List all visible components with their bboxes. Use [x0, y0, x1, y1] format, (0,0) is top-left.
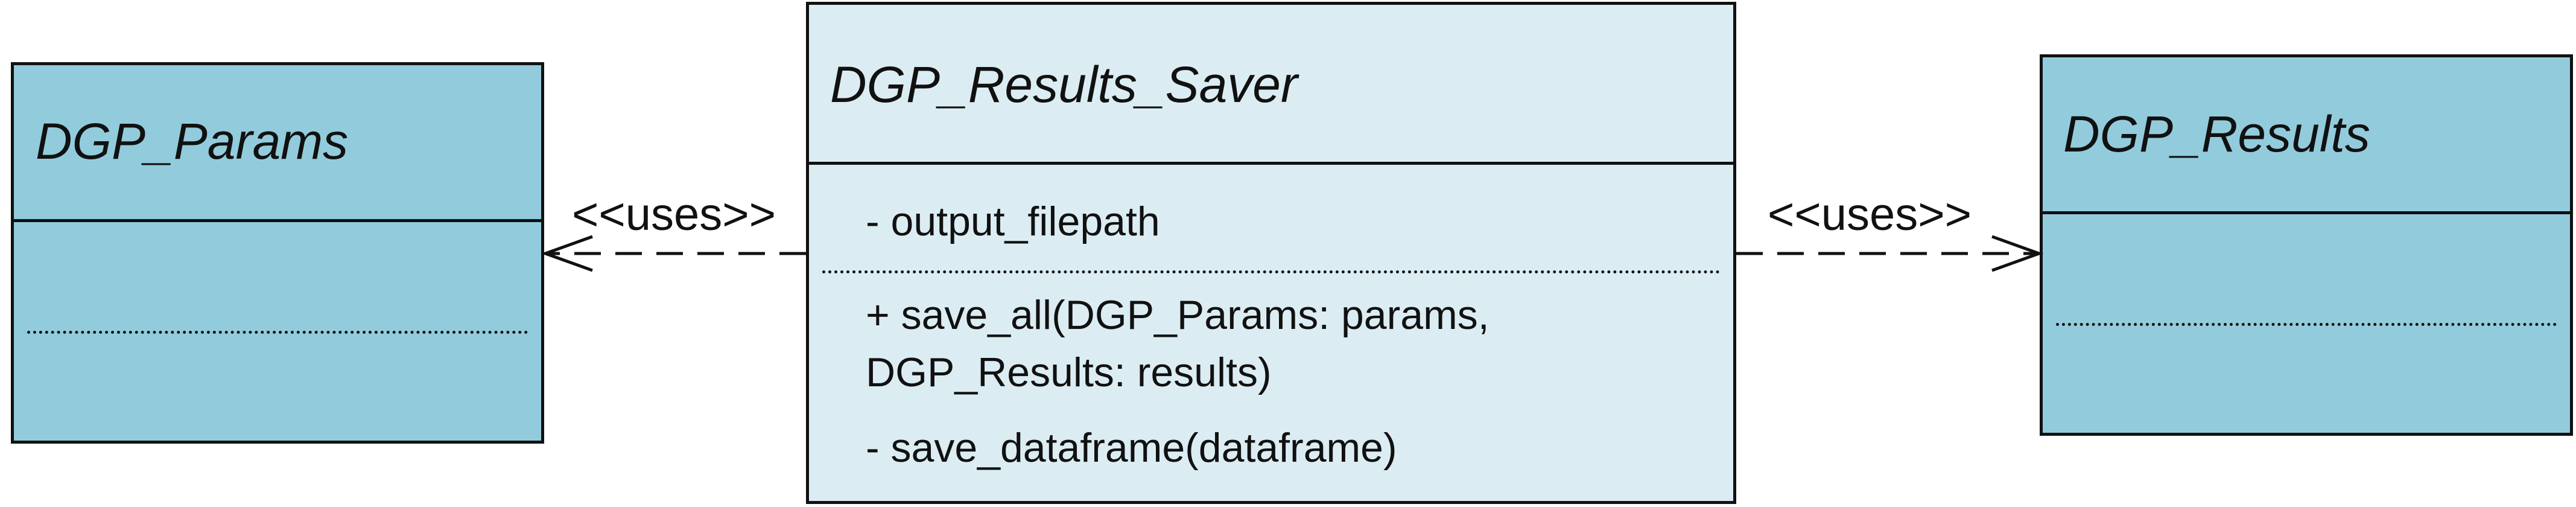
dependency-label-right: <<uses>> — [1768, 189, 1972, 240]
class-dgp-results-saver-name-divider — [809, 162, 1733, 165]
dependency-label-left: <<uses>> — [572, 189, 776, 240]
dependency-arrow-left — [541, 235, 806, 272]
class-dgp-results-saver-section-divider — [822, 270, 1720, 273]
class-dgp-params-name-divider — [14, 219, 541, 222]
class-dgp-results-section-divider — [2056, 323, 2557, 326]
class-dgp-params: DGP_Params — [11, 62, 544, 444]
operation-save-all-line-1: + save_all(DGP_Params: params, — [866, 292, 1489, 338]
operation-save-all-line-2: DGP_Results: results) — [866, 349, 1272, 395]
operation-save-dataframe: - save_dataframe(dataframe) — [866, 425, 1397, 471]
class-dgp-results-saver: DGP_Results_Saver - output_filepath + sa… — [806, 2, 1736, 504]
attribute-output-filepath: - output_filepath — [866, 199, 1160, 244]
class-name-dgp-params: DGP_Params — [36, 113, 349, 170]
class-dgp-params-section-divider — [27, 331, 528, 334]
class-name-dgp-results-saver: DGP_Results_Saver — [830, 56, 1298, 113]
dependency-arrow-right — [1736, 235, 2044, 272]
class-name-dgp-results: DGP_Results — [2063, 106, 2370, 162]
class-dgp-results-name-divider — [2043, 211, 2570, 214]
class-dgp-results: DGP_Results — [2040, 54, 2573, 436]
